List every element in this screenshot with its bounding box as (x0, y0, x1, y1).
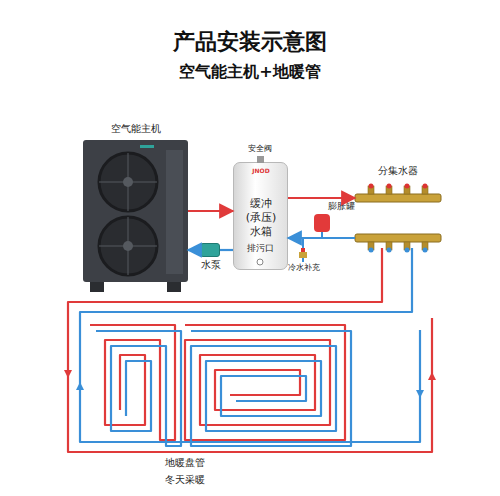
coil-label: 冬天采暖 (155, 474, 215, 487)
brand-mark: JNOD (243, 167, 279, 175)
cold-water-label: 冷水补充 (284, 263, 324, 273)
flow-arrow (428, 372, 436, 380)
manifold: 分集水器 (355, 182, 441, 250)
return-pipe (288, 237, 355, 239)
coil-blue (96, 331, 181, 446)
tank-fittings (257, 156, 264, 265)
coil-red (185, 325, 345, 440)
manifold-bars (355, 184, 441, 253)
flow-arrow (416, 390, 424, 398)
heat-pump-fans (90, 145, 183, 292)
subtitle: 空气能主机+地暖管 (0, 62, 500, 82)
pump-label: 水泵 (197, 259, 225, 272)
drain-label: 排污口 (234, 243, 287, 254)
buffer-tank: 缓冲(承压)水箱排污口 (233, 162, 288, 270)
expansion-tank: 膨胀罐 (314, 214, 330, 232)
coil-blue (191, 331, 351, 446)
heat-pump-unit: 空气能主机 (83, 140, 188, 282)
flow-arrow (64, 370, 72, 378)
return-pipe (188, 249, 200, 251)
tank-title: 缓冲(承压)水箱 (244, 197, 278, 238)
flow-arrow (76, 382, 84, 390)
cold-water-inlet (299, 238, 307, 262)
unit-heading: 空气能主机 (73, 123, 198, 136)
expansion-stub (322, 232, 323, 238)
coil-label: 地暖盘管 (155, 457, 215, 470)
supply-pipe (188, 210, 233, 212)
manifold-label: 分集水器 (355, 165, 441, 178)
safety-valve-label: 安全阀 (240, 144, 280, 154)
diagram-title: 产品安装示意图 (0, 28, 500, 56)
return-pipe (220, 249, 233, 251)
supply-pipe (288, 197, 355, 199)
expansion-label: 膨胀罐 (326, 201, 356, 212)
coil-red (90, 325, 175, 440)
water-pump: 水泵 (200, 243, 220, 257)
